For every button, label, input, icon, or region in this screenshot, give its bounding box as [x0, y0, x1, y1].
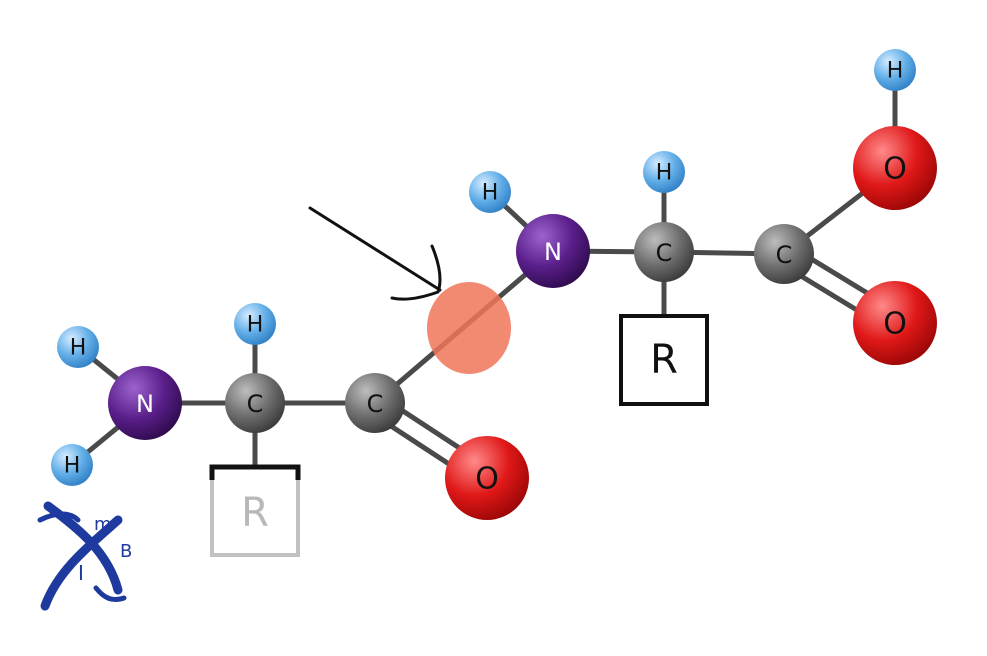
mib-logo: m B I — [37, 501, 132, 611]
carbon-atom: C — [345, 373, 405, 433]
oxygen-atom: O — [445, 436, 529, 520]
carbon-atom: C — [754, 224, 814, 284]
hydrogen-atom: H — [469, 171, 511, 213]
r2-label: R — [650, 337, 678, 383]
nitrogen-atom: N — [516, 214, 590, 288]
svg-text:O: O — [883, 307, 907, 342]
logo-letter-b: B — [120, 541, 132, 562]
svg-text:C: C — [776, 241, 793, 269]
r1-label: R — [241, 490, 269, 536]
logo-letter-i: I — [78, 561, 84, 585]
hydrogen-atom: H — [51, 444, 93, 486]
svg-text:H: H — [482, 181, 499, 206]
side-chain-r1: R — [209, 464, 301, 557]
carbon-atom: C — [225, 373, 285, 433]
hydrogen-atom: H — [234, 303, 276, 345]
svg-text:N: N — [544, 238, 562, 266]
svg-text:C: C — [367, 390, 384, 418]
svg-text:H: H — [70, 336, 87, 361]
carbon-atom: C — [634, 222, 694, 282]
svg-text:N: N — [136, 390, 154, 418]
svg-text:H: H — [247, 313, 264, 338]
hydrogen-atom: H — [57, 326, 99, 368]
svg-text:O: O — [475, 462, 499, 497]
atoms: H H N H C C O H — [51, 49, 937, 520]
hydrogen-atom: H — [874, 49, 916, 91]
svg-text:H: H — [656, 161, 673, 186]
annotation-arrow — [308, 206, 442, 301]
svg-text:O: O — [883, 152, 907, 187]
svg-text:C: C — [656, 239, 673, 267]
svg-text:H: H — [64, 454, 81, 479]
oxygen-atom: O — [853, 281, 937, 365]
nitrogen-atom: N — [108, 366, 182, 440]
svg-text:H: H — [887, 59, 904, 84]
peptide-bond-highlight — [427, 282, 511, 374]
logo-letter-m: m — [94, 514, 112, 535]
svg-text:C: C — [247, 390, 264, 418]
oxygen-atom: O — [853, 126, 937, 210]
hydrogen-atom: H — [643, 151, 685, 193]
side-chain-r2: R — [619, 314, 709, 406]
